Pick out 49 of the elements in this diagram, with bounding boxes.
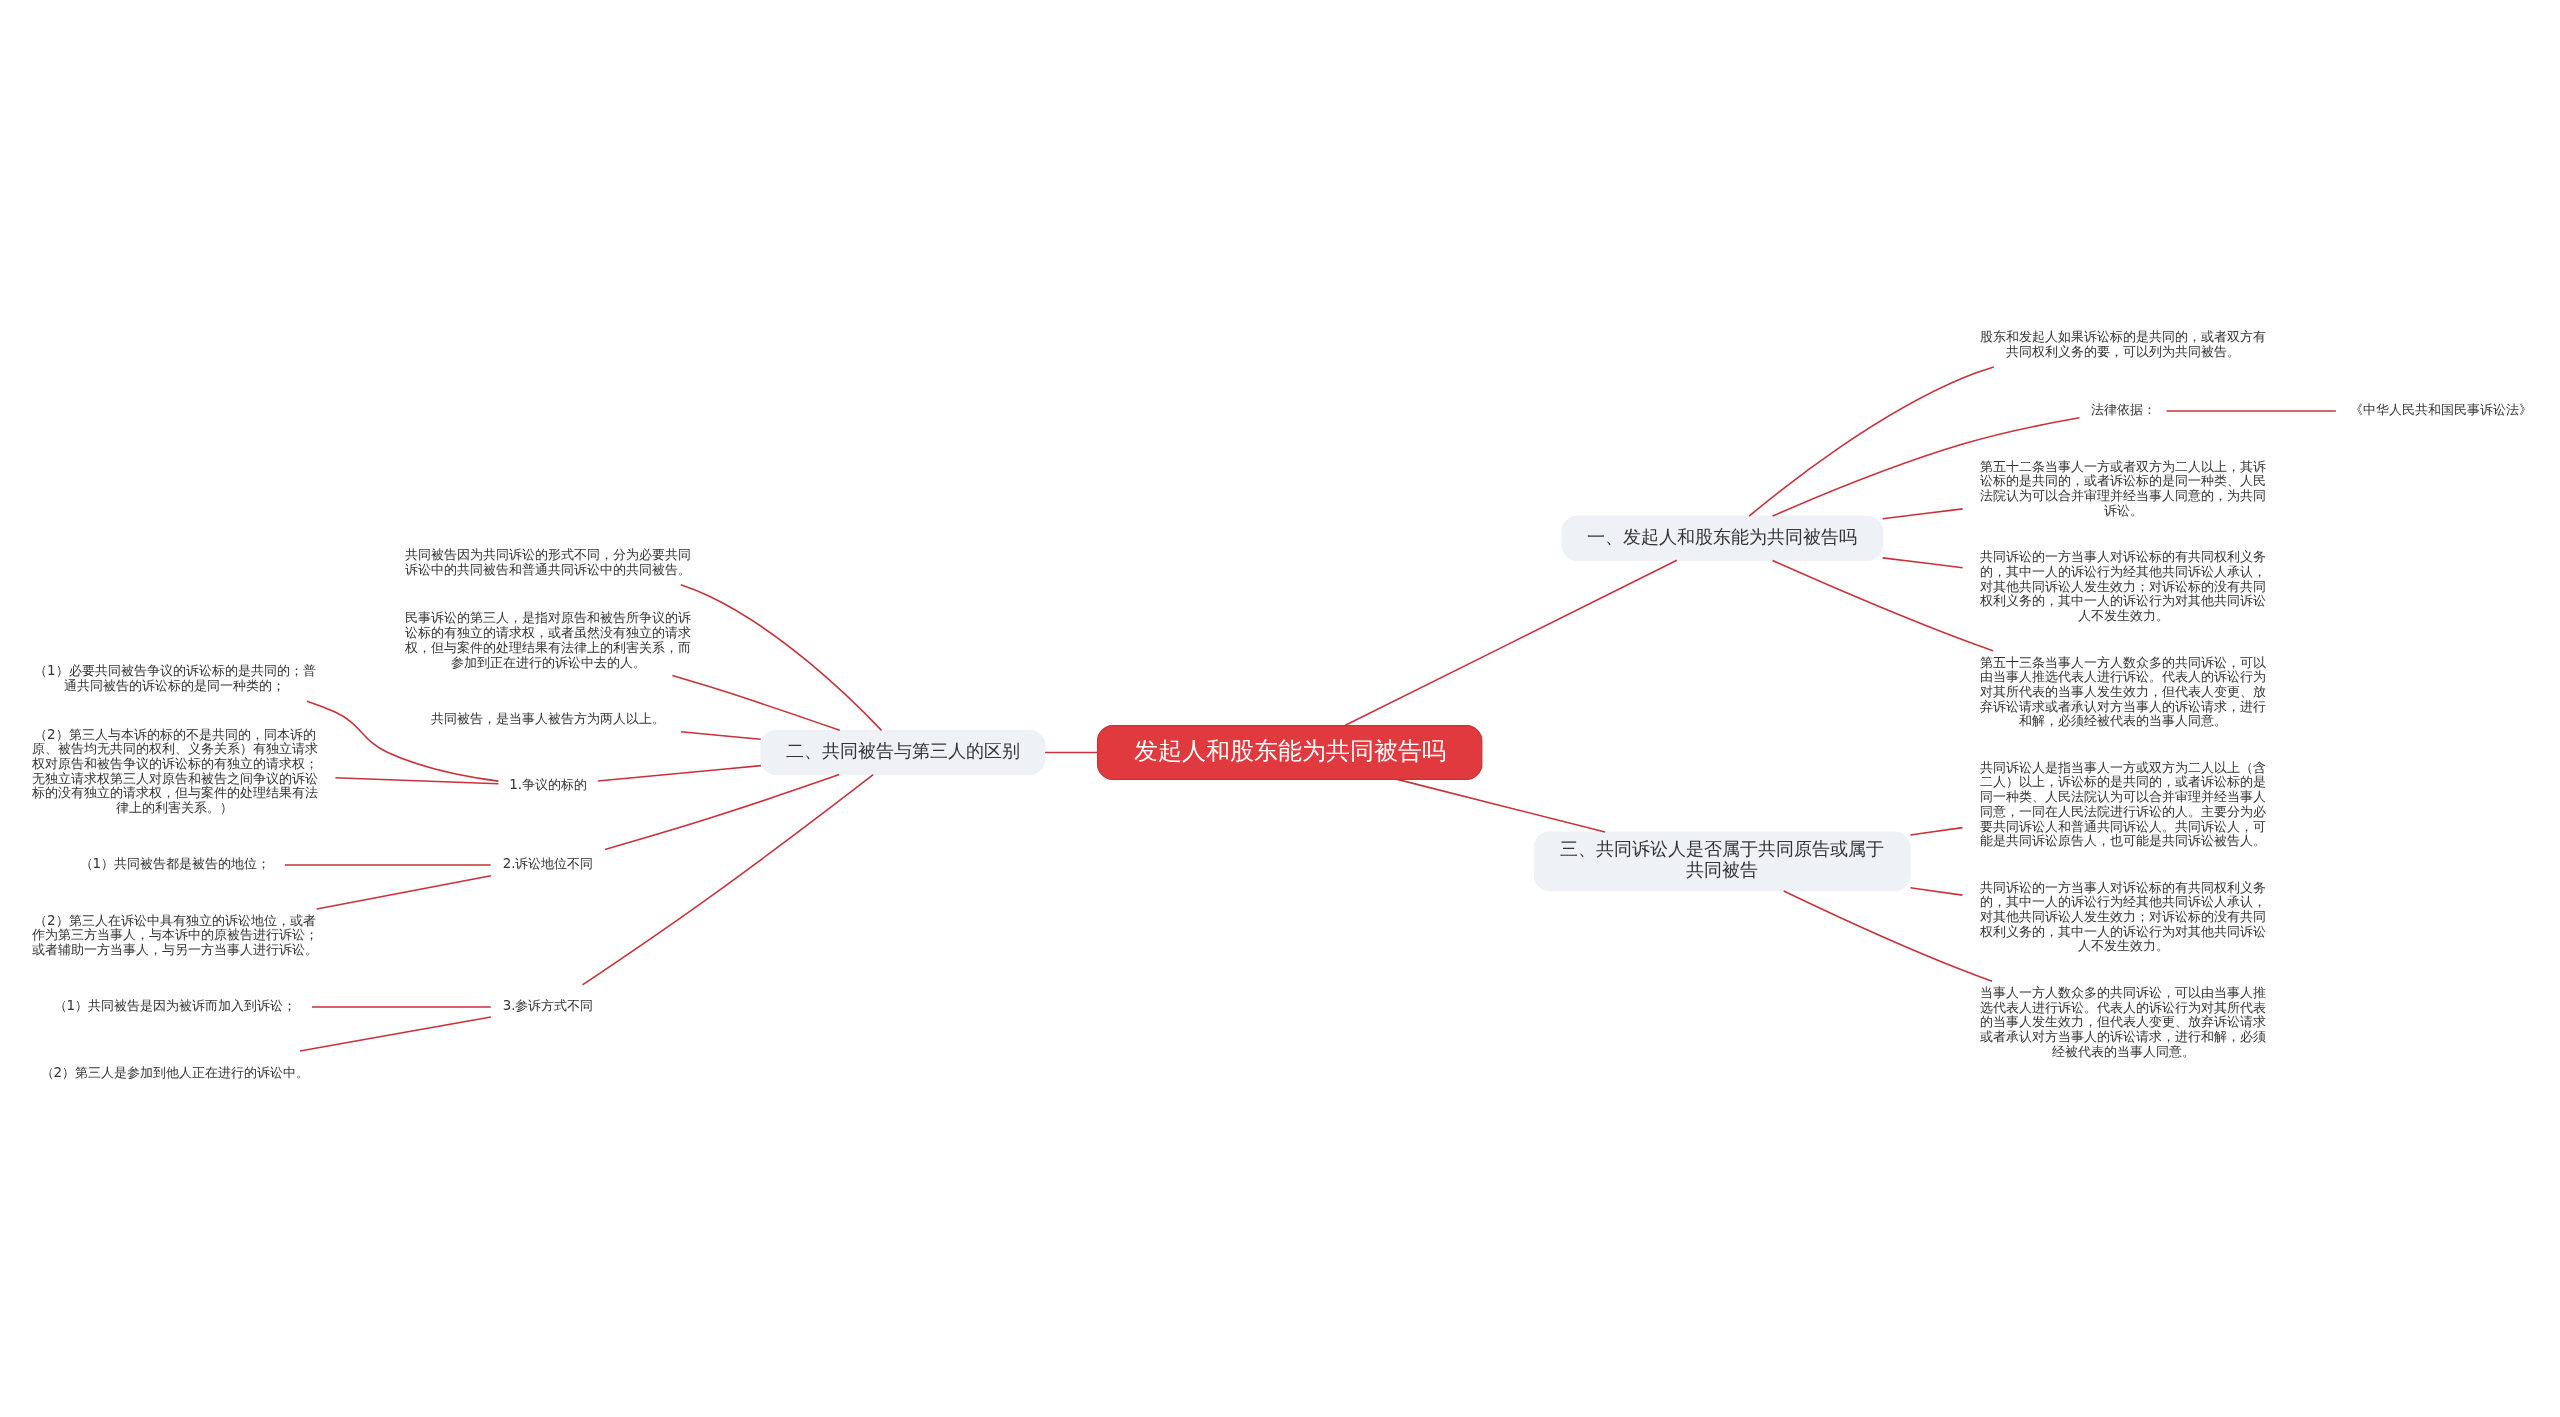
connector <box>2165 409 2337 412</box>
node-text: 民事诉讼的第三人，是指对原告和被告所争议的诉讼标的有独立的请求权，或者虽然没有独立的请求权，但与案件的处理结果有法律上的利害关系，而参加到正在进行的诉讼中去的人。 <box>404 609 691 670</box>
node-text: 第五十二条当事人一方或者双方为二人以上，其诉讼标的是共同的，或者诉讼标的是同一种类、人民法院认为可以合并审理并经当事人同意的，为共同诉讼。 <box>1979 458 2266 518</box>
connector <box>1782 889 1993 982</box>
node-text: 共同诉讼的一方当事人对诉讼标的有共同权利义务的，其中一人的诉讼行为经其他共同诉讼人承认，对其他共同诉讼人发生效力；对诉讼标的没有共同权利义务的，其中一人的诉讼行为对其他共同诉讼人不发生效力。 <box>1979 548 2266 623</box>
node-text: 共同诉讼的一方当事人对诉讼标的有共同权利义务的，其中一人的诉讼行为经其他共同诉讼人承认，对其他共同诉讼人发生效力；对诉讼标的没有共同权利义务的，其中一人的诉讼行为对其他共同诉讼人不发生效力。 <box>1979 879 2266 953</box>
connector <box>671 674 841 731</box>
connector <box>1747 365 1995 517</box>
connector <box>679 583 882 731</box>
connector <box>1909 886 1963 896</box>
connector <box>1881 507 1963 520</box>
node-text: 1.争议的标的 <box>508 776 587 792</box>
node-text: （1）必要共同被告争议的诉讼标的是共同的；普通共同被告的诉讼标的是同一种类的； <box>33 662 316 693</box>
node-text: 2.诉讼地位不同 <box>502 855 593 871</box>
connector <box>1909 826 1963 836</box>
connector <box>1395 778 1606 833</box>
node-text: （1）共同被告是因为被诉而加入到诉讼； <box>53 997 296 1013</box>
connector <box>679 730 761 740</box>
node-box: 一、发起人和股东能为共同被告吗 <box>1560 515 1883 561</box>
connector <box>334 776 499 784</box>
node-text: （2）第三人在诉讼中具有独立的诉讼地位，或者作为第三方当事人，与本诉中的原被告进行诉讼；或者辅助一方当事人，与另一方当事人进行诉讼。 <box>31 912 318 957</box>
node-text: （2）第三人与本诉的标的不是共同的，同本诉的原、被告均无共同的权利、义务关系）有独立请求权对原告和被告争议的诉讼标的有独立的请求权；无独立请求权第三人对原告和被告之间争议的诉讼标的没有独立的请求权，但与案件的处理结果有法律上的利害关系。） <box>31 726 318 815</box>
node-box: 发起人和股东能为共同被告吗 <box>1096 724 1482 780</box>
node-text: 法律依据： <box>2090 401 2156 417</box>
connector <box>603 773 840 850</box>
connector <box>310 1005 492 1008</box>
node-text: （1）共同被告都是被告的地位； <box>79 855 270 871</box>
node-text: 第五十三条当事人一方人数众多的共同诉讼，可以由当事人推选代表人进行诉讼。代表人的诉讼行为对其所代表的当事人发生效力，但代表人变更、放弃诉讼请求或者承认对方当事人的诉讼请求，进行和解，必须经被代表的当事人同意。 <box>1979 654 2266 728</box>
connector <box>596 764 762 782</box>
connector <box>315 874 492 910</box>
node-text: 3.参诉方式不同 <box>502 997 593 1013</box>
connector <box>1043 751 1098 753</box>
node-text: 共同被告因为共同诉讼的形式不同，分为必要共同诉讼中的共同被告和普通共同诉讼中的共同被告。 <box>404 546 691 577</box>
connector <box>298 1015 492 1052</box>
node-text: 当事人一方人数众多的共同诉讼，可以由当事人推选代表人进行诉讼。代表人的诉讼行为对其所代表的当事人发生效力，但代表人变更、放弃诉讼请求或者承认对方当事人的诉讼请求，进行和解，必须经被代表的当事人同意。 <box>1979 984 2266 1059</box>
connector <box>1344 559 1678 726</box>
node-box: 二、共同被告与第三人的区别 <box>759 729 1046 775</box>
connector <box>1881 556 1963 568</box>
connector <box>581 773 874 986</box>
connector <box>283 863 491 866</box>
node-box: 三、共同诉讼人是否属于共同原告或属于共同被告 <box>1533 830 1911 891</box>
node-text: 共同被告，是当事人被告方为两人以上。 <box>430 710 665 726</box>
connector <box>1771 559 1994 652</box>
connector <box>305 699 499 782</box>
node-text: 共同诉讼人是指当事人一方或双方为二人以上（含二人）以上，诉讼标的是共同的，或者诉讼标的是同一种类、人民法院认为可以合并审理并经当事人同意，一同在人民法院进行诉讼的人。主要分为必要共同诉讼人和普通共同诉讼人。共同诉讼人，可能是共同诉讼原告人，也可能是共同诉讼被告人。 <box>1979 759 2266 848</box>
connector <box>1771 416 2080 517</box>
node-text: （2）第三人是参加到他人正在进行的诉讼中。 <box>40 1064 309 1079</box>
node-text: 《中华人民共和国民事诉讼法》 <box>2349 401 2532 417</box>
node-text: 股东和发起人如果诉讼标的是共同的，或者双方有共同权利义务的要，可以列为共同被告。 <box>1979 328 2266 359</box>
